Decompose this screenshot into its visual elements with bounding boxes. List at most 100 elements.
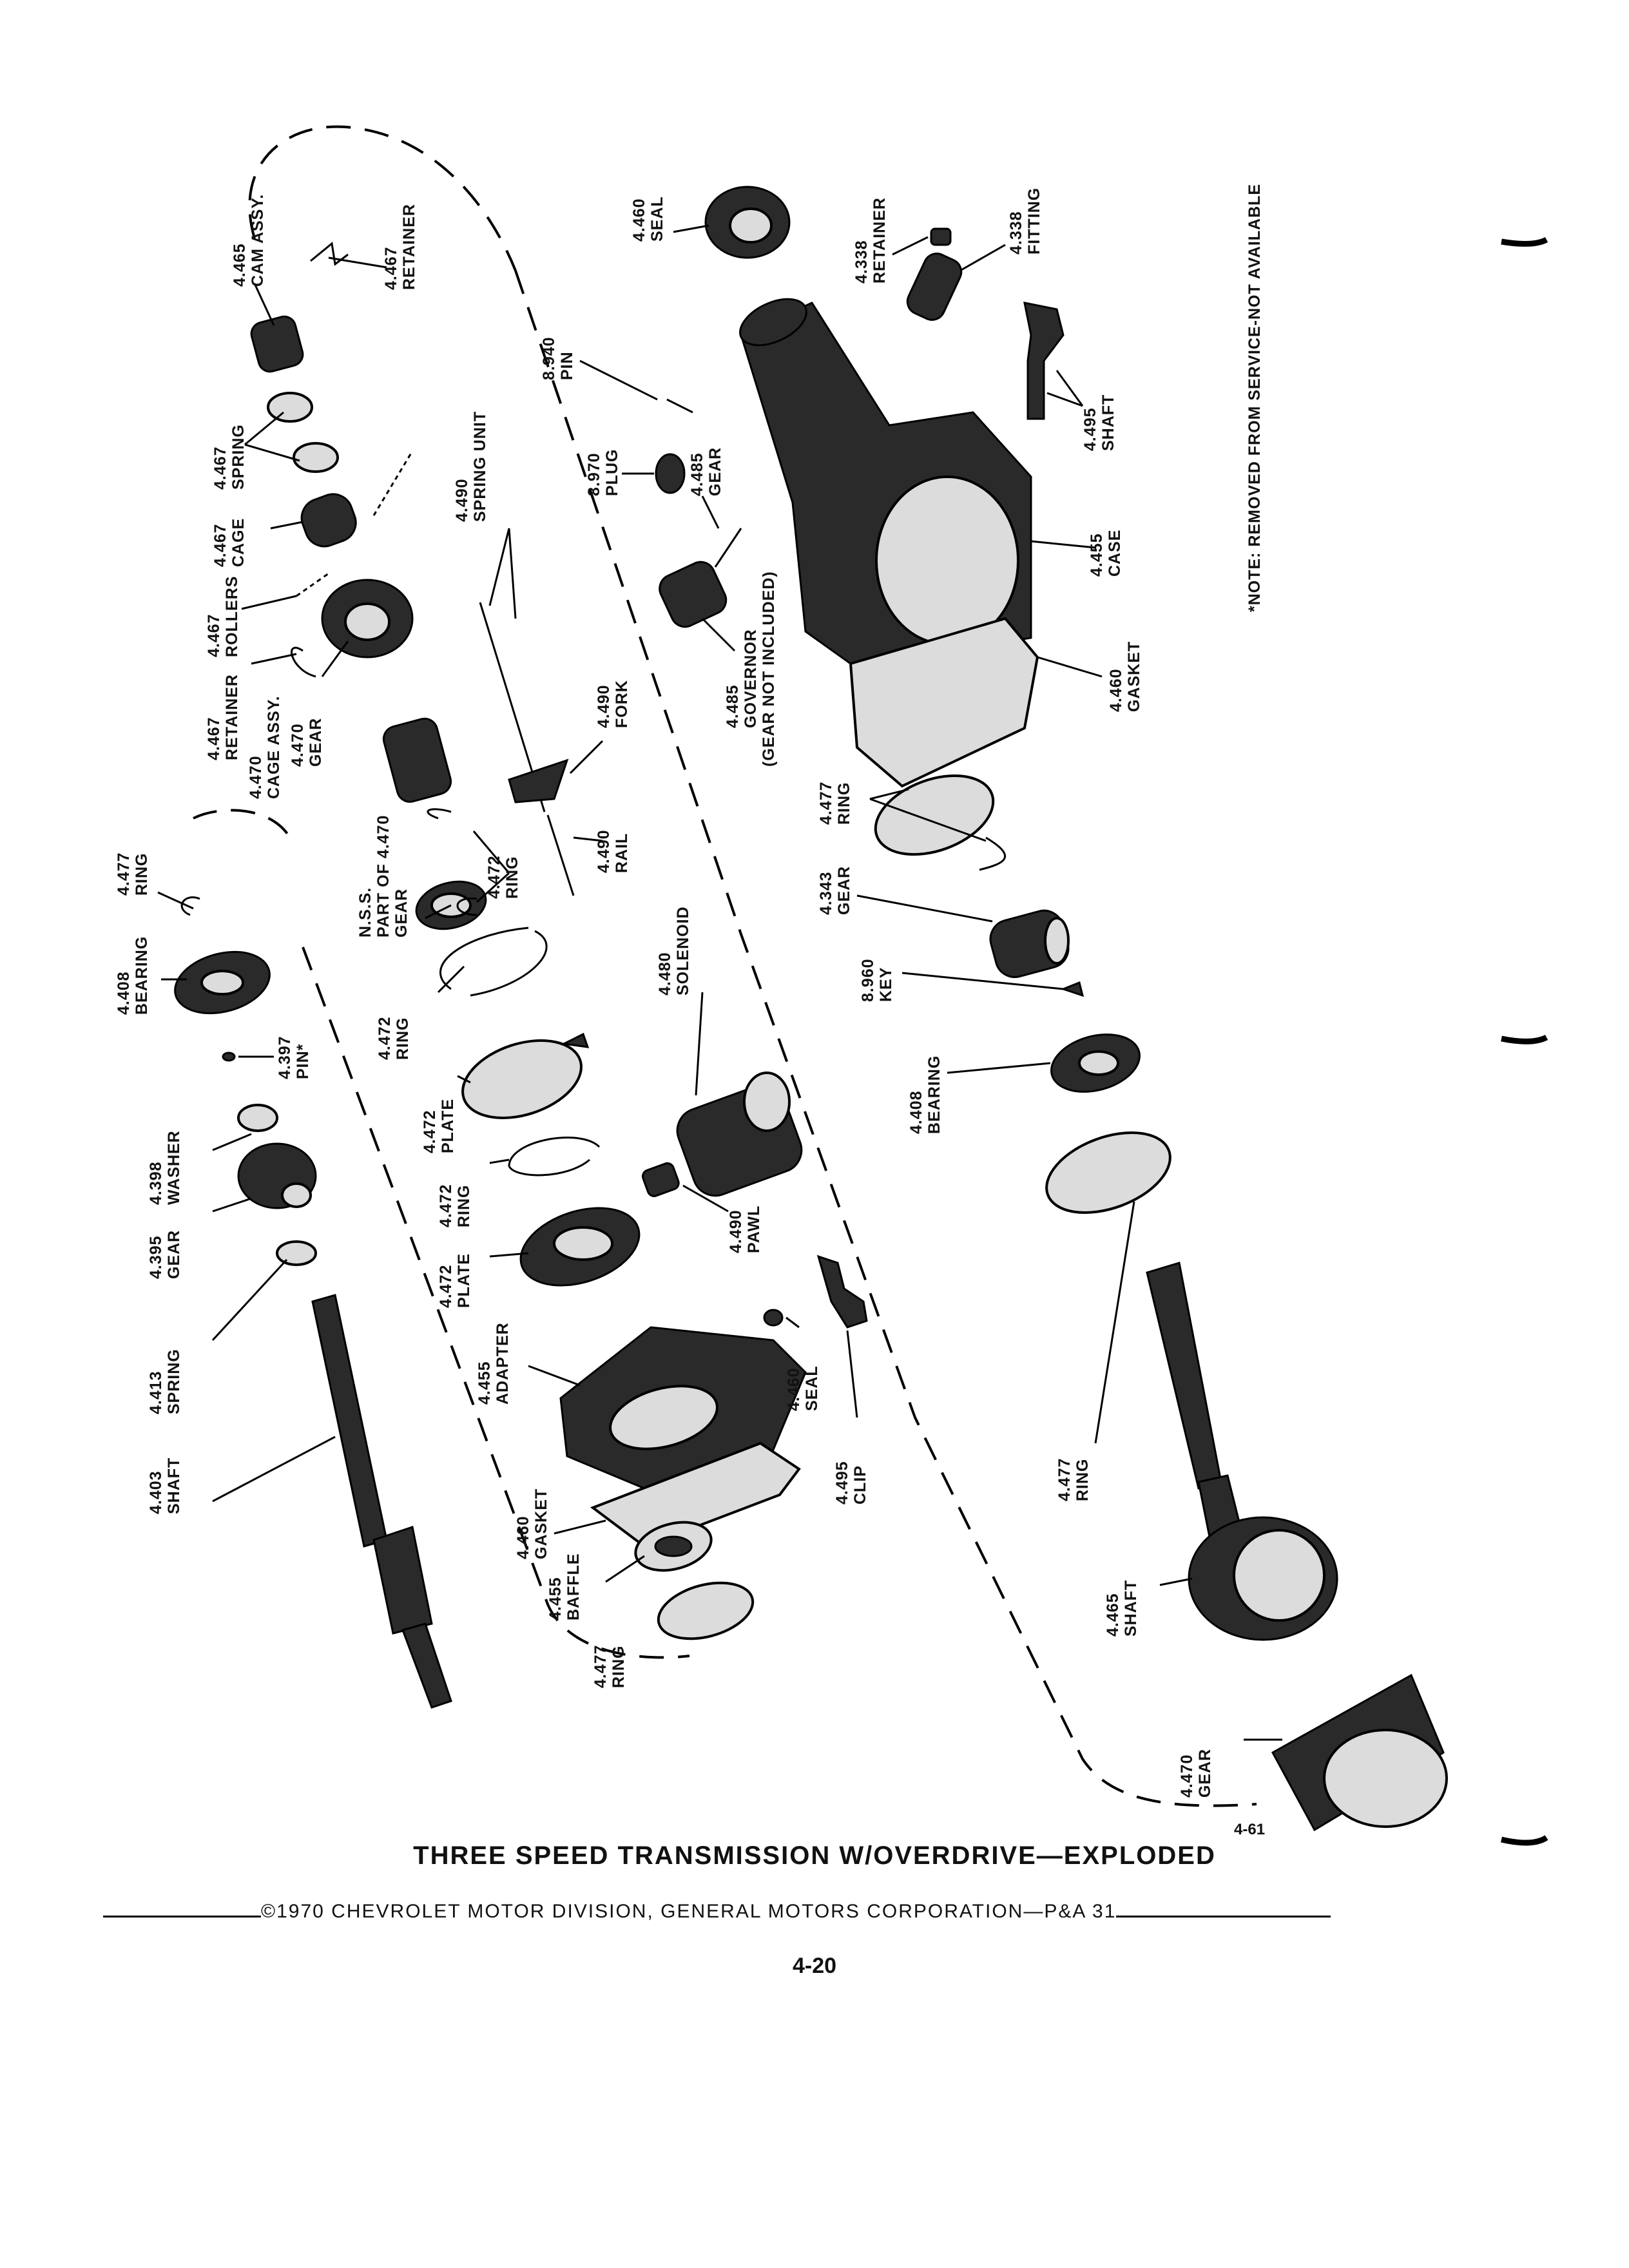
label-shaft-465: 4.465SHAFT — [1104, 1580, 1140, 1637]
label-pawl: 4.490PAWL — [727, 1206, 763, 1253]
retainer-clip-icon — [310, 242, 349, 266]
ring-gear-icon — [1271, 1673, 1448, 1832]
small-pin-icon — [222, 1052, 236, 1062]
roller-cage-icon — [300, 493, 357, 548]
figure-number: 4-61 — [1234, 1821, 1266, 1838]
label-ring-477-bottom: 4.477RING — [592, 1644, 628, 1688]
label-ring-472-a: 4.472RING — [485, 855, 521, 899]
label-retainer-338: 4.338RETAINER — [853, 197, 889, 284]
fitting-icon — [906, 227, 963, 321]
sleeve-gear-icon — [989, 909, 1070, 978]
rule-right — [1116, 1916, 1331, 1917]
copyright-text: ©1970 CHEVROLET MOTOR DIVISION, GENERAL … — [261, 1901, 1117, 1922]
label-plate-472-a: 4.472PLATE — [421, 1099, 457, 1153]
margin-marks — [1500, 236, 1548, 1846]
governor-icon — [659, 528, 742, 628]
large-split-ring-icon — [439, 927, 548, 997]
adapter-gasket-icon — [590, 1441, 801, 1548]
label-case: 4.455CASE — [1088, 530, 1124, 577]
lower-snap-ring-icon — [657, 1581, 755, 1640]
pawl-icon — [641, 1162, 680, 1197]
overdrive-case-icon — [739, 298, 1032, 665]
label-spring-unit: 4.490SPRING UNIT — [453, 411, 489, 522]
pin-icon — [666, 398, 693, 414]
baffle-icon — [634, 1521, 713, 1572]
part-labels: 4.465CAM ASSY. 4.467RETAINER 4.467SPRING… — [115, 184, 1264, 1798]
label-nss-gear: N.S.S.PART OF 4.470GEAR — [356, 815, 410, 937]
assembly-path-lines — [193, 125, 1257, 1807]
label-fitting: 4.338FITTING — [1007, 187, 1043, 255]
page-title: THREE SPEED TRANSMISSION W/OVERDRIVE—EXP… — [413, 1841, 1216, 1870]
label-pin-940: 8.940PIN — [540, 336, 576, 380]
label-shaft-403: 4.403SHAFT — [147, 1457, 183, 1514]
gear-icon — [382, 717, 452, 803]
label-retainer-top: 4.467RETAINER — [382, 204, 418, 290]
seal-icon — [704, 186, 791, 259]
label-gasket-460: 4.460GASKET — [514, 1488, 550, 1559]
label-cam-assy: 4.465CAM ASSY. — [231, 194, 267, 287]
label-ring-477-right: 4.477RING — [817, 781, 853, 825]
label-rollers: 4.467ROLLERS — [205, 576, 241, 657]
label-gasket-right: 4.460GASKET — [1107, 641, 1143, 712]
copyright-line: ©1970 CHEVROLET MOTOR DIVISION, GENERAL … — [103, 1897, 1331, 1923]
label-gear-470: 4.470GEAR — [289, 718, 325, 767]
label-cage-assy: 4.470CAGE ASSY. — [247, 695, 283, 799]
label-seal-460-mid: 4.460SEAL — [785, 1365, 821, 1411]
label-clip: 4.495CLIP — [833, 1461, 869, 1504]
label-pin-397: 4.397PIN* — [276, 1035, 312, 1079]
label-adapter: 4.455ADAPTER — [476, 1322, 512, 1405]
ball-bearing-icon — [1050, 1033, 1141, 1093]
label-bearing-right: 4.408BEARING — [907, 1055, 943, 1134]
label-gear-395: 4.395GEAR — [147, 1230, 183, 1279]
cage-assembly-icon — [321, 579, 414, 658]
label-gear-343: 4.343GEAR — [817, 866, 853, 915]
plug-icon — [655, 453, 686, 494]
clutch-plate-icon — [519, 1207, 641, 1287]
page-number: 4-20 — [792, 1954, 837, 1978]
label-gear-485: 4.485GEAR — [688, 447, 724, 496]
label-plate-472-b: 4.472PLATE — [437, 1253, 473, 1308]
label-fork: 4.490FORK — [595, 680, 631, 728]
clip-icon — [816, 1254, 868, 1329]
label-shaft-495: 4.495SHAFT — [1081, 394, 1117, 451]
cam-assy-icon — [250, 315, 304, 373]
label-ring-472-c: 4.472RING — [437, 1184, 473, 1227]
label-solenoid: 4.480SOLENOID — [656, 906, 692, 995]
plate-icon — [461, 1032, 590, 1119]
retainer-icon — [291, 646, 316, 678]
label-governor: 4.485GOVERNOR(GEAR NOT INCLUDED) — [724, 571, 778, 767]
label-spring-467: 4.467SPRING — [211, 424, 247, 490]
label-baffle: 4.455BAFFLE — [546, 1553, 583, 1620]
label-gear-470-bottom: 4.470GEAR — [1178, 1749, 1214, 1798]
label-cage-467: 4.467CAGE — [211, 518, 247, 567]
label-seal-top: 4.460SEAL — [630, 196, 666, 242]
label-key: 8.960KEY — [859, 958, 895, 1002]
input-bearing-icon — [174, 950, 271, 1015]
large-snap-ring-icon — [1045, 1131, 1171, 1214]
small-spring-icon — [276, 1240, 317, 1266]
service-note: *NOTE: REMOVED FROM SERVICE-NOT AVAILABL… — [1246, 184, 1264, 612]
key-icon — [1060, 981, 1084, 997]
output-shaft-icon — [1146, 1262, 1338, 1641]
parts — [174, 186, 1448, 1832]
label-bearing-left: 4.408BEARING — [115, 936, 151, 1015]
rollers-icon — [296, 450, 414, 597]
snap-ring-icon — [874, 774, 1007, 871]
label-plug: 8.970PLUG — [585, 449, 621, 496]
small-snap-ring-icon — [180, 896, 200, 916]
solenoid-icon — [676, 1072, 803, 1197]
rule-left — [103, 1916, 261, 1917]
fork-icon — [508, 758, 569, 803]
case-gasket-icon — [849, 617, 1039, 788]
small-seal-icon — [763, 1309, 784, 1327]
label-retainer-467: 4.467RETAINER — [205, 674, 241, 760]
label-washer: 4.398WASHER — [147, 1130, 183, 1205]
label-ring-477-left: 4.477RING — [115, 852, 151, 896]
label-ring-472-b: 4.472RING — [376, 1016, 412, 1060]
label-rail: 4.490RAIL — [595, 829, 631, 873]
small-rings-icon — [427, 808, 477, 916]
retaining-ring-icon — [508, 1137, 601, 1177]
sun-gear-icon — [237, 1142, 317, 1209]
lever-shaft-icon — [1023, 302, 1065, 420]
